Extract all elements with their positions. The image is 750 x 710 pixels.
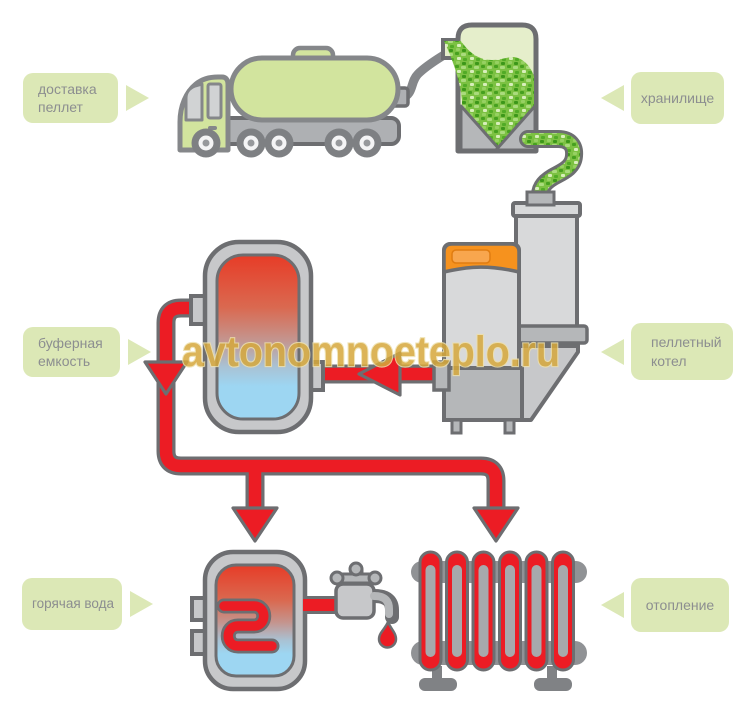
faucet [329, 561, 399, 649]
callout-boiler: пеллетный котел [601, 323, 733, 380]
callout-pointer-left-icon [601, 85, 624, 111]
buffer-tank-icon [189, 239, 325, 435]
pellet-truck-icon [177, 45, 410, 158]
buffer-inner-gradient [215, 253, 301, 421]
label-delivery: доставка пеллет [38, 80, 97, 115]
flow-arrow-to-hot-water [231, 506, 279, 543]
callout-pointer-right-icon [126, 85, 149, 111]
faucet-body [334, 582, 376, 620]
truck-tank [228, 55, 401, 123]
pellet-boiler-icon [442, 190, 589, 435]
callout-box-storage: хранилище [631, 72, 724, 124]
label-buffer-tank: буферная емкость [38, 334, 103, 369]
callout-box-hot-water: горячая вода [22, 578, 122, 630]
faucet-handle-knob [348, 561, 364, 577]
radiator-foot-base [419, 678, 457, 691]
callout-pointer-left-icon [601, 338, 624, 365]
boiler-foot [503, 418, 516, 435]
callout-box-buffer: буферная емкость [23, 327, 120, 377]
boiler-panel-display [451, 249, 491, 264]
callout-pointer-right-icon [128, 339, 151, 365]
label-boiler: пеллетный котел [651, 334, 722, 369]
pipe-network [156, 298, 506, 512]
boiler-base [442, 366, 524, 422]
label-storage: хранилище [640, 89, 715, 106]
callout-hot-water: горячая вода [22, 578, 153, 630]
flow-arrow-down [143, 360, 189, 396]
callout-storage: хранилище [601, 72, 724, 124]
truck-door-handle [208, 126, 217, 130]
heating-coil [219, 601, 277, 651]
boiler-feed-collar [525, 190, 556, 207]
label-hot-water: горячая вода [32, 596, 115, 612]
pellet-feed-tube [519, 130, 584, 208]
callout-heating: отопление [601, 578, 729, 632]
faucet-handle-knob [329, 570, 345, 586]
pellet-storage-hopper-icon [441, 22, 539, 154]
callout-box-delivery: доставка пеллет [23, 73, 118, 123]
boiler-pipe-connector [432, 360, 451, 392]
radiator-sections [418, 550, 575, 672]
faucet-spout [370, 592, 393, 618]
pipe-supply [159, 301, 503, 512]
truck-wheels [191, 128, 382, 158]
faucet-handle-knob [367, 570, 383, 586]
radiator-foot-base [534, 678, 572, 691]
boiler-foot [450, 418, 463, 435]
hot-water-tank-faucet-icon [190, 549, 399, 692]
truck-windshield [184, 82, 204, 122]
callout-pointer-right-icon [130, 591, 153, 617]
radiator-icon [411, 550, 587, 691]
callout-delivery: доставка пеллет [23, 73, 149, 123]
watermark-text: avtonomnoeteplo.ru [182, 328, 560, 376]
truck-side-window [206, 82, 223, 120]
label-heating: отопление [645, 596, 715, 613]
storage-funnel-wall-left [459, 104, 502, 152]
flow-arrows [143, 351, 520, 543]
flow-arrow-to-radiator [472, 506, 520, 543]
radiator-foot [547, 666, 557, 682]
callout-box-heating: отопление [631, 578, 729, 632]
callout-buffer-tank: буферная емкость [23, 327, 151, 377]
water-drop [377, 618, 398, 649]
radiator-foot [432, 666, 442, 682]
callout-box-boiler: пеллетный котел [631, 323, 733, 380]
flow-arrow-left [357, 351, 402, 397]
callout-pointer-left-icon [601, 592, 624, 618]
